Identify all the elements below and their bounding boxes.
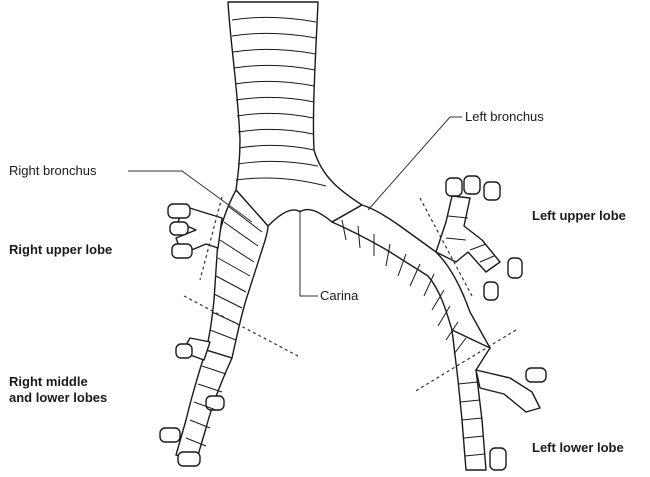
- left-upper-tip-5: [484, 282, 498, 300]
- right-middle-lower-line1: Right middle: [9, 374, 107, 390]
- left-bronchus-leader: [368, 117, 462, 210]
- right-middle-tip: [176, 344, 192, 358]
- left-lower-tip-2: [526, 368, 546, 382]
- left-upper-tip-2: [464, 176, 480, 194]
- right-lower-tip-2: [178, 452, 200, 466]
- right-main-bronchus: [206, 190, 268, 358]
- right-lower-tip-3: [206, 396, 224, 410]
- left-lower-lobe-label: Left lower lobe: [532, 440, 624, 456]
- right-middle-lower-line2: and lower lobes: [9, 390, 107, 406]
- right-upper-tip-3: [172, 244, 192, 258]
- right-upper-lobe-label: Right upper lobe: [9, 242, 112, 258]
- left-upper-tip-3: [484, 182, 500, 200]
- left-upper-tip-1: [446, 178, 462, 196]
- left-bronchus-label: Left bronchus: [465, 109, 544, 125]
- left-upper-lobe-label: Left upper lobe: [532, 208, 626, 224]
- right-lower-tip-1: [160, 428, 180, 442]
- right-upper-tip-1: [168, 204, 190, 218]
- trachea: [228, 2, 362, 226]
- right-middle-lower-lobes-label: Right middle and lower lobes: [9, 374, 107, 406]
- carina-label: Carina: [320, 288, 358, 304]
- right-bronchus-label: Right bronchus: [9, 163, 96, 179]
- right-upper-tip-2: [170, 222, 188, 235]
- left-lower-lobe-bronchus: [452, 330, 490, 470]
- bronchial-tree: [160, 2, 546, 470]
- carina-leader: [300, 210, 318, 296]
- left-upper-tip-4: [508, 258, 522, 278]
- left-upper-lobe-bronchus: [436, 196, 500, 272]
- left-lower-tip-1: [490, 448, 506, 470]
